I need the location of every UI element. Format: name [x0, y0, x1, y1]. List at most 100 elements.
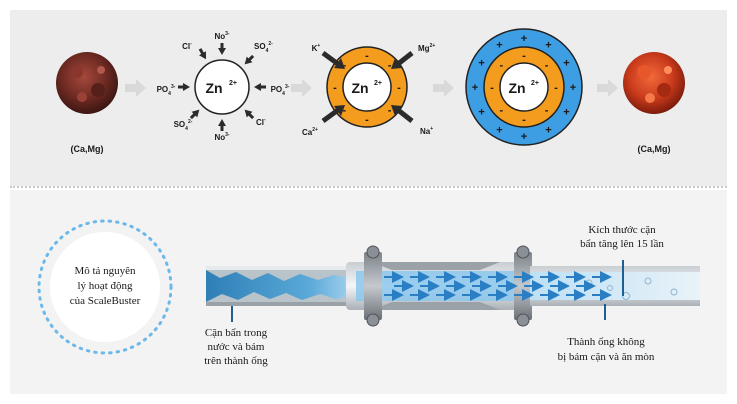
- stage1-ion-5-base: SO: [174, 120, 186, 129]
- stage1-ion-0-base: Cl: [182, 42, 190, 51]
- scale-label-line-2: nước và bám: [208, 341, 265, 353]
- stage1-ion-6-base: No: [214, 133, 225, 142]
- stage3-inner-sign-0: -: [500, 59, 504, 71]
- stage3-outer-sign-3: +: [570, 82, 576, 94]
- wall-label-line-2: bị bám cặn và ăn mòn: [558, 351, 655, 363]
- stage1-ion-5: SO42-: [174, 119, 193, 132]
- mineral-brown: [56, 52, 118, 114]
- stage2-sign-0: -: [343, 59, 347, 71]
- stage1-ion-6: No3-: [214, 132, 229, 142]
- stage3-outer-sign-1: +: [545, 40, 551, 52]
- stage2-ion-0-sup: +: [317, 43, 320, 49]
- stage3-outer-sign-5: +: [545, 124, 551, 136]
- stage1-ion-7-base: Cl: [256, 118, 264, 127]
- stage3-negative-signs: --------: [490, 50, 558, 126]
- stage3-inner-sign-1: -: [545, 59, 549, 71]
- stage1-ion-7: Cl-: [256, 117, 266, 127]
- principle-badge: Mô tả nguyên lý hoạt động của ScaleBuste…: [37, 219, 173, 355]
- stage1-ion-1-base: No: [214, 32, 225, 41]
- stage3-inner-sign-3: -: [500, 105, 504, 117]
- stage3-inner-sign-2: -: [545, 105, 549, 117]
- stage2-ion-1-base: Mg: [418, 44, 430, 53]
- stage2-zinc-ion: Zn 2+: [326, 46, 408, 128]
- stage2-negative-signs: --------: [333, 50, 401, 126]
- stage2-sign-7: -: [365, 114, 369, 126]
- stage3-outer-sign-0: +: [521, 33, 527, 45]
- stage1-anion-arrows: [178, 43, 266, 131]
- stage3-zinc-ion: Zn 2+: [465, 28, 583, 146]
- stage1-arrowhead-6: [218, 119, 226, 126]
- stage1-arrowhead-0: [199, 51, 206, 60]
- stage1-ion-3-sub: 4: [168, 91, 171, 97]
- stage1-arrowhead-7: [244, 109, 253, 118]
- stage3-outer-sign-2: +: [563, 58, 569, 70]
- stage1-ion-4-base: PO: [271, 85, 283, 94]
- stage1-arrowhead-2: [244, 56, 253, 65]
- stage3-positive-signs: ++++++++++++: [472, 33, 576, 143]
- stage2-ion-2-base: Ca: [302, 128, 313, 137]
- stage1-ion-5-sup: 2-: [188, 119, 193, 125]
- stage1-anion-labels: Cl-No3-SO42-PO43-PO43-SO42-No3-Cl-: [157, 31, 290, 142]
- stage3-outer-sign-11: +: [496, 40, 502, 52]
- stage1-ion-3-base: PO: [157, 85, 169, 94]
- stage2-sign-1: -: [388, 59, 392, 71]
- stage2-sign-5: -: [333, 82, 337, 94]
- stage2-ion-0-base: K: [312, 44, 318, 53]
- stage1-ion-5-sub: 4: [185, 126, 188, 132]
- stage1-ion-0-sup: -: [190, 41, 192, 47]
- scale-label-line-3: trên thành ống: [204, 355, 268, 367]
- stage1-ion-4-sup: 3-: [285, 84, 290, 90]
- stage2-ion-3-sup: +: [430, 126, 433, 132]
- stage1-arrowhead-3: [183, 83, 190, 91]
- stage1-ion-6-sup: 3-: [225, 132, 230, 138]
- stage2-ion-3-base: Na: [420, 127, 431, 136]
- scale-label-line-1: Cặn bẩn trong: [205, 327, 268, 339]
- stage3-inner-sign-6: -: [522, 50, 526, 62]
- stage1-ion-4-sub: 4: [282, 91, 285, 97]
- stage2-ion-3: Na+: [420, 126, 433, 136]
- stage1-ion-0: Cl-: [182, 41, 192, 51]
- stage1-zinc-ion: Zn 2+: [194, 59, 250, 115]
- stage1-ion-3-sup: 3-: [171, 84, 176, 90]
- stage1-ion-1: No3-: [214, 31, 229, 41]
- stage2-cation-arrows: [321, 50, 414, 124]
- stage1-ion-1-sup: 3-: [225, 31, 230, 37]
- badge-line-2: lý hoạt động: [78, 280, 133, 292]
- stage2-ion-2-sup: 2+: [312, 127, 318, 133]
- size-label-line-2: bẩn tăng lên 15 lần: [580, 238, 664, 250]
- stage3-zn-charge: 2+: [531, 80, 539, 87]
- stage3-outer-sign-8: +: [478, 107, 484, 119]
- stage2-sign-4: -: [397, 82, 401, 94]
- stage2-zn-symbol: Zn: [351, 80, 368, 96]
- stage3-inner-sign-7: -: [522, 114, 526, 126]
- stage3-outer-sign-7: +: [496, 124, 502, 136]
- badge-line-3: của ScaleBuster: [70, 295, 141, 307]
- stage1-ion-3: PO43-: [157, 84, 176, 97]
- flow-arrow-2: [291, 79, 312, 97]
- stage1-ion-2: SO42-: [254, 41, 273, 54]
- stage2-sign-3: -: [343, 105, 347, 117]
- stage3-outer-sign-9: +: [472, 82, 478, 94]
- stage3-outer-sign-10: +: [478, 58, 484, 70]
- stage1-arrowhead-4: [254, 83, 261, 91]
- pipe-flow-arrows: [384, 271, 612, 301]
- stage3-outer-sign-6: +: [521, 131, 527, 143]
- stage1-ion-7-sup: -: [264, 117, 266, 123]
- stage1-ion-2-sub: 4: [266, 48, 269, 54]
- stage2-ion-1: Mg2+: [418, 43, 435, 53]
- flow-arrow-4: [597, 79, 618, 97]
- badge-line-1: Mô tả nguyên: [74, 265, 136, 277]
- stage1-zn-symbol: Zn: [205, 80, 222, 96]
- mineral-label-right: (Ca,Mg): [638, 144, 671, 154]
- panel-divider: [10, 186, 727, 188]
- size-label-line-1: Kích thước cặn: [588, 224, 656, 236]
- wall-label-line-1: Thành ống không: [567, 336, 645, 348]
- stage3-zn-symbol: Zn: [508, 80, 525, 96]
- stage2-ion-1-sup: 2+: [430, 43, 436, 49]
- flow-arrow-1: [125, 79, 146, 97]
- stage1-ion-2-base: SO: [254, 42, 266, 51]
- stage1-arrowhead-1: [218, 48, 226, 55]
- stage1-ion-4: PO43-: [271, 84, 290, 97]
